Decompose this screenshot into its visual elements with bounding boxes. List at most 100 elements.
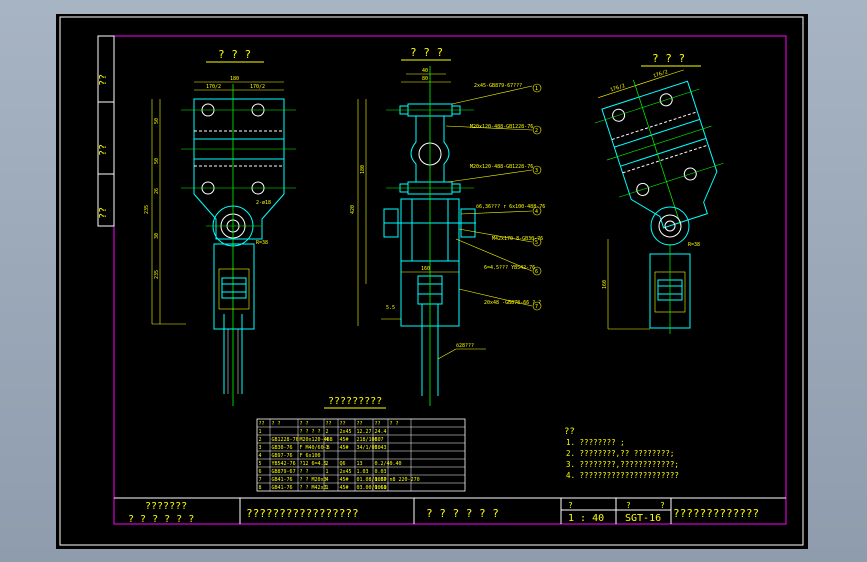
- svg-text:?: ?: [660, 501, 665, 510]
- table-cell: 13: [357, 461, 363, 467]
- table-header-cell: ??: [326, 421, 332, 427]
- table-cell: ? ? M20x3: [300, 477, 327, 483]
- table-cell: 1.03: [357, 469, 369, 475]
- callout-text-1: 2x45-GB879-67???: [474, 83, 522, 89]
- callouts: 2x45-GB879-67??? 1 M20x120-488-GB1228-76…: [470, 83, 545, 311]
- callout-text-6: 6=4.5??? YB542-76: [484, 265, 535, 271]
- table-cell: Q6: [340, 461, 346, 467]
- table-cell: GB41-76: [272, 477, 293, 483]
- svg-text:170/2: 170/2: [206, 84, 221, 90]
- scale-value: 1 : 40: [568, 513, 604, 524]
- left-view-title: ? ? ?: [218, 48, 251, 61]
- title-cell-last: ?????????????: [673, 507, 759, 520]
- callout-num-2: 2: [535, 128, 538, 134]
- callout-text-7: 20x48 -GB878-66 ? ?: [484, 300, 541, 306]
- table-cell: 8: [259, 485, 262, 491]
- table-cell: 1: [326, 485, 329, 491]
- left-view: ? ? ? 180 170/2 170/2 2-ø18 R=38: [144, 48, 296, 406]
- table-cell: ? ? ? ?: [300, 429, 321, 435]
- side-label-strip: [97, 35, 115, 227]
- svg-text:235: 235: [154, 270, 160, 279]
- table-cell: ? ?: [300, 469, 309, 475]
- svg-text:2-ø18: 2-ø18: [256, 200, 271, 206]
- table-cell: 1: [326, 445, 329, 451]
- table-cell: GB879-67: [272, 469, 296, 475]
- table-cell: 45#: [340, 477, 349, 483]
- svg-text:50: 50: [154, 118, 160, 124]
- table-cell: 8.7: [375, 437, 384, 443]
- table-cell: 3.43: [375, 445, 387, 451]
- note-3: 3. ????????,????????????;: [566, 460, 679, 469]
- side-label-3: ??: [98, 207, 109, 219]
- svg-text:?: ?: [626, 501, 631, 510]
- company-line-2: ? ? ? ? ? ?: [128, 514, 194, 525]
- table-cell: 0.2/4: [375, 461, 390, 467]
- table-cell: 0.37: [375, 477, 387, 483]
- table-cell: 2x45: [340, 469, 352, 475]
- svg-text:160: 160: [602, 280, 608, 289]
- center-view: ? ? ? 40 80 420: [350, 46, 533, 406]
- callout-text-3: M20x120-488-GB1228-76: [470, 164, 533, 170]
- side-label-2: ??: [98, 144, 109, 156]
- drawing-name: ?????????????????: [246, 507, 359, 520]
- table-header-cell: ??: [259, 421, 265, 427]
- table-cell: 03.00/1060: [357, 485, 387, 491]
- note-4: 4. ??????????????????????: [566, 471, 679, 480]
- table-cell: 2: [326, 461, 329, 467]
- table-cell: ? ? M42x3: [300, 485, 327, 491]
- table-cell: ?12 6=4.5: [300, 461, 327, 467]
- table-cell: 0.03: [375, 469, 387, 475]
- outer-border: [59, 16, 804, 546]
- table-header-cell: ? ?: [272, 421, 281, 427]
- callout-num-4: 4: [535, 209, 538, 215]
- callout-num-3: 3: [535, 168, 538, 174]
- table-header-cell: ??: [357, 421, 363, 427]
- table-cell: 2: [259, 437, 262, 443]
- note-1: 1. ???????? ;: [566, 438, 625, 447]
- table-cell: 12.27: [357, 429, 372, 435]
- table-header-cell: ??: [375, 421, 381, 427]
- right-view-title: ? ? ?: [652, 52, 685, 65]
- drawing-svg: ?? ?? ?? ? ? ? 180 170/2 170/2 2-ø18 R=3…: [59, 16, 804, 546]
- svg-text:50: 50: [154, 158, 160, 164]
- table-cell: 2x45: [340, 429, 352, 435]
- svg-text:180: 180: [230, 76, 239, 82]
- table-header-cell: ? ?: [390, 421, 399, 427]
- drawing-canvas[interactable]: ?? ?? ?? ? ? ? 180 170/2 170/2 2-ø18 R=3…: [56, 14, 808, 549]
- table-cell: 2: [326, 429, 329, 435]
- svg-text:420: 420: [350, 205, 356, 214]
- table-cell: 45#: [340, 437, 349, 443]
- notes: ?? 1. ???????? ; 2. ????????,?? ????????…: [564, 427, 679, 480]
- table-cell: 5: [259, 461, 262, 467]
- table-cell: 1: [326, 469, 329, 475]
- table-cell: 01.08/1060: [357, 477, 387, 483]
- table-header-cell: ? ?: [300, 421, 309, 427]
- svg-text:80: 80: [422, 76, 428, 82]
- table-cell: 4: [326, 477, 329, 483]
- table-cell: 4: [259, 453, 262, 459]
- callout-num-1: 1: [535, 86, 538, 92]
- table-cell: 24.4: [375, 429, 387, 435]
- svg-text:30: 30: [154, 233, 160, 239]
- note-2: 2. ????????,?? ????????;: [566, 449, 674, 458]
- svg-text:176/2: 176/2: [652, 69, 668, 79]
- callout-num-7: 7: [535, 304, 538, 310]
- drawing-number: SGT-16: [625, 513, 661, 524]
- svg-text:40: 40: [422, 68, 428, 74]
- title-block: ??????? ? ? ? ? ? ? ????????????????? ? …: [114, 497, 786, 525]
- callout-num-5: 5: [535, 240, 538, 246]
- rod-label: ö28???: [456, 343, 474, 349]
- callout-text-2: M20x120-488-GB1228-76: [470, 124, 533, 130]
- table-cell: GB30-76: [272, 445, 293, 451]
- table-cell: 34/1/060: [357, 445, 381, 451]
- svg-text:26: 26: [154, 188, 160, 194]
- svg-text:160: 160: [421, 266, 430, 272]
- table-cell: YB542-76: [272, 461, 296, 467]
- table-cell: M20x120-488: [300, 437, 333, 443]
- table-cell: 45#: [340, 485, 349, 491]
- magenta-frame: [113, 35, 787, 525]
- table-cell: 3: [259, 445, 262, 451]
- table-cell: 45#: [340, 445, 349, 451]
